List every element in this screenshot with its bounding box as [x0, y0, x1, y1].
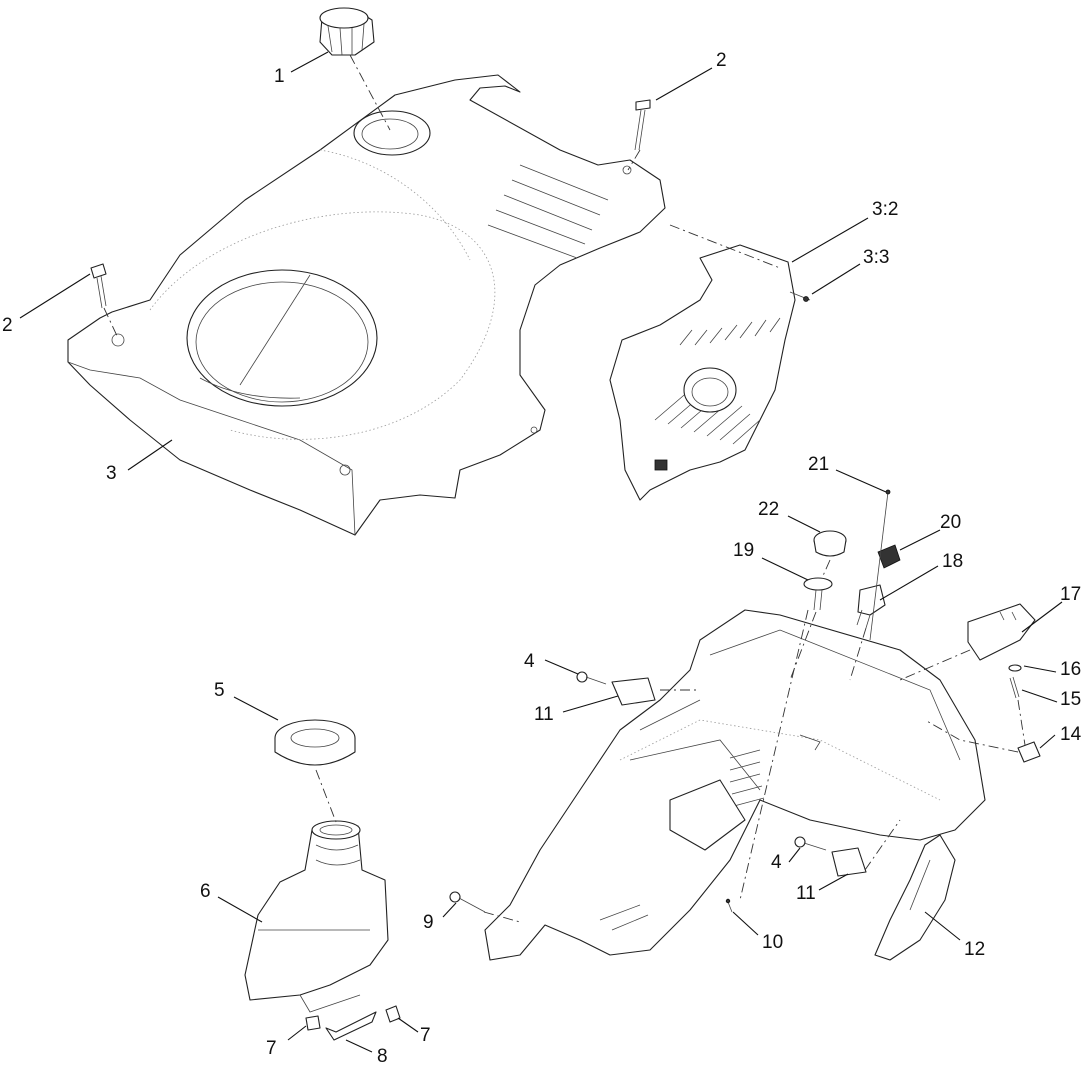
lower-console — [484, 609, 986, 961]
part-2-screw-left — [90, 263, 107, 309]
leader-lines — [19, 51, 1063, 1053]
callout-8: 8 — [377, 1046, 388, 1067]
callout-11-upper: 11 — [534, 704, 554, 725]
callout-18: 18 — [942, 551, 963, 572]
callout-labels: 1 2 2 3 3:2 3:3 4 4 5 6 7 7 8 9 10 11 11… — [2, 50, 1082, 1067]
callout-9: 9 — [423, 912, 434, 933]
callout-16: 16 — [1060, 659, 1081, 680]
part-3-2-side-cover — [609, 244, 796, 501]
callout-3-2: 3:2 — [872, 199, 898, 220]
callout-3: 3 — [106, 463, 117, 484]
callout-20: 20 — [940, 512, 961, 533]
callout-15: 15 — [1060, 689, 1081, 710]
part-2-screw-top — [634, 99, 651, 151]
callout-6: 6 — [200, 881, 211, 902]
callout-11-lower: 11 — [796, 883, 816, 904]
callout-2-left: 2 — [2, 315, 13, 336]
callout-10: 10 — [762, 932, 783, 953]
part-10-pin — [725, 898, 733, 913]
callout-7-right: 7 — [420, 1025, 431, 1046]
part-5-grommet — [274, 719, 356, 766]
part-19-grommet — [803, 577, 833, 611]
part-17-handle-grip — [967, 603, 1036, 661]
callout-12: 12 — [964, 939, 985, 960]
part-22-knob — [813, 530, 847, 557]
part-4-screw-lower — [794, 836, 827, 851]
part-21-rod — [869, 489, 891, 641]
part-18-switch — [856, 584, 886, 629]
part-6-fuel-tank — [244, 820, 389, 1013]
part-3-3-screw — [789, 291, 811, 302]
part-8-fuel-hose — [325, 1011, 377, 1041]
assembly-lines — [103, 54, 1026, 923]
part-16-washer — [1008, 664, 1022, 672]
part-15-screw — [1009, 676, 1020, 699]
part-3-upper-shroud — [67, 74, 666, 536]
callout-1: 1 — [274, 66, 285, 87]
callout-4-upper: 4 — [524, 651, 535, 672]
callout-2-top: 2 — [716, 50, 727, 71]
part-4-screw-upper — [576, 671, 607, 685]
callout-14: 14 — [1060, 724, 1082, 745]
callout-17: 17 — [1060, 584, 1081, 605]
part-12-bracket — [874, 834, 956, 961]
callout-7-left: 7 — [266, 1038, 277, 1059]
part-7-clamp-left — [305, 1015, 321, 1031]
part-1-fuel-cap — [319, 7, 375, 56]
part-20-key — [877, 544, 901, 569]
part-9-bolt — [449, 891, 486, 913]
callout-21: 21 — [808, 454, 829, 475]
callout-19: 19 — [733, 540, 754, 561]
part-11-latch-upper — [611, 677, 656, 706]
callout-5: 5 — [214, 680, 225, 701]
part-11-latch-lower — [831, 847, 867, 877]
part-14-clip — [1017, 741, 1041, 763]
callout-3-3: 3:3 — [863, 247, 889, 268]
callout-22: 22 — [758, 499, 779, 520]
part-7-clamp-right — [385, 1005, 401, 1023]
callout-4-lower: 4 — [771, 852, 782, 873]
